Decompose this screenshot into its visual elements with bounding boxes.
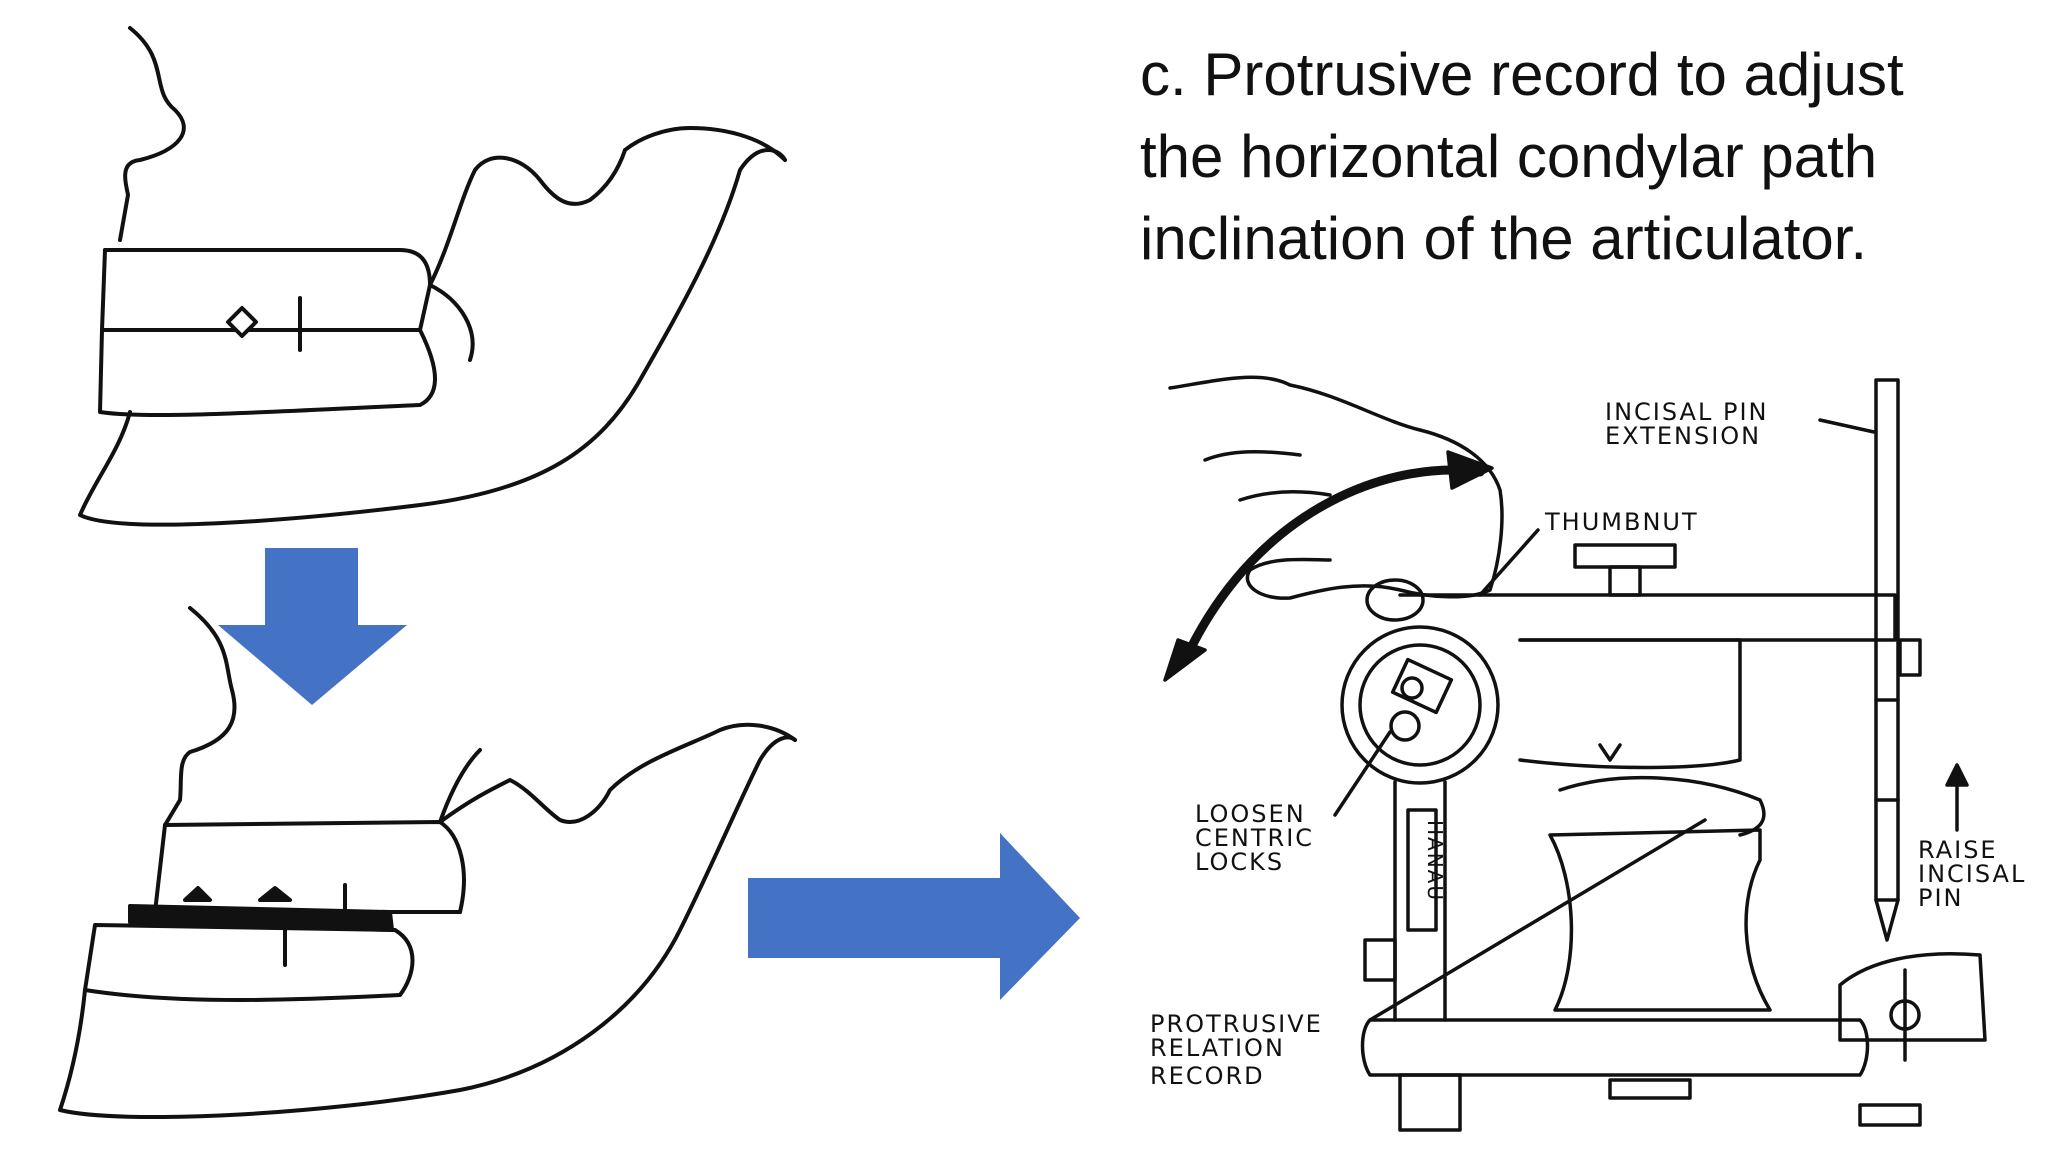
- title-line-2: the horizontal condylar path: [1140, 123, 1878, 190]
- condylar-dial: [1340, 625, 1500, 785]
- right-arrow-icon: [748, 833, 1080, 1000]
- label-raise-1: RAISE: [1918, 836, 1998, 864]
- incisal-guide-table: [1838, 952, 1987, 1042]
- label-incisal-pin-2: EXTENSION: [1605, 422, 1761, 450]
- label-protrusive-3: RECORD: [1150, 1062, 1265, 1090]
- title-line-1: c. Protrusive record to adjust: [1140, 41, 1904, 108]
- jaw-diagram-closed: [78, 26, 787, 527]
- label-thumbnut: THUMBNUT: [1544, 508, 1699, 536]
- label-loosen-1: LOOSEN: [1195, 800, 1306, 828]
- label-loosen-2: CENTRIC: [1195, 824, 1314, 852]
- slide-title: c. Protrusive record to adjust the horiz…: [1140, 34, 2020, 280]
- jaw-diagram-protruded: [58, 606, 797, 1120]
- label-incisal-pin-1: INCISAL PIN: [1605, 398, 1768, 426]
- articulator-labels: INCISAL PIN EXTENSION THUMBNUT LOOSEN CE…: [1150, 398, 2026, 1090]
- label-protrusive-1: PROTRUSIVE: [1150, 1010, 1323, 1038]
- label-raise-2: INCISAL: [1918, 860, 2026, 888]
- down-arrow-icon: [218, 548, 407, 705]
- label-loosen-3: LOCKS: [1195, 848, 1284, 876]
- label-raise-3: PIN: [1918, 884, 1964, 912]
- hand-illustration: [1168, 375, 1504, 600]
- articulator-diagram: [1163, 375, 1987, 1132]
- label-hanau: HANAU: [1423, 820, 1447, 902]
- title-line-3: inclination of the articulator.: [1140, 205, 1868, 272]
- label-protrusive-2: RELATION: [1150, 1034, 1285, 1062]
